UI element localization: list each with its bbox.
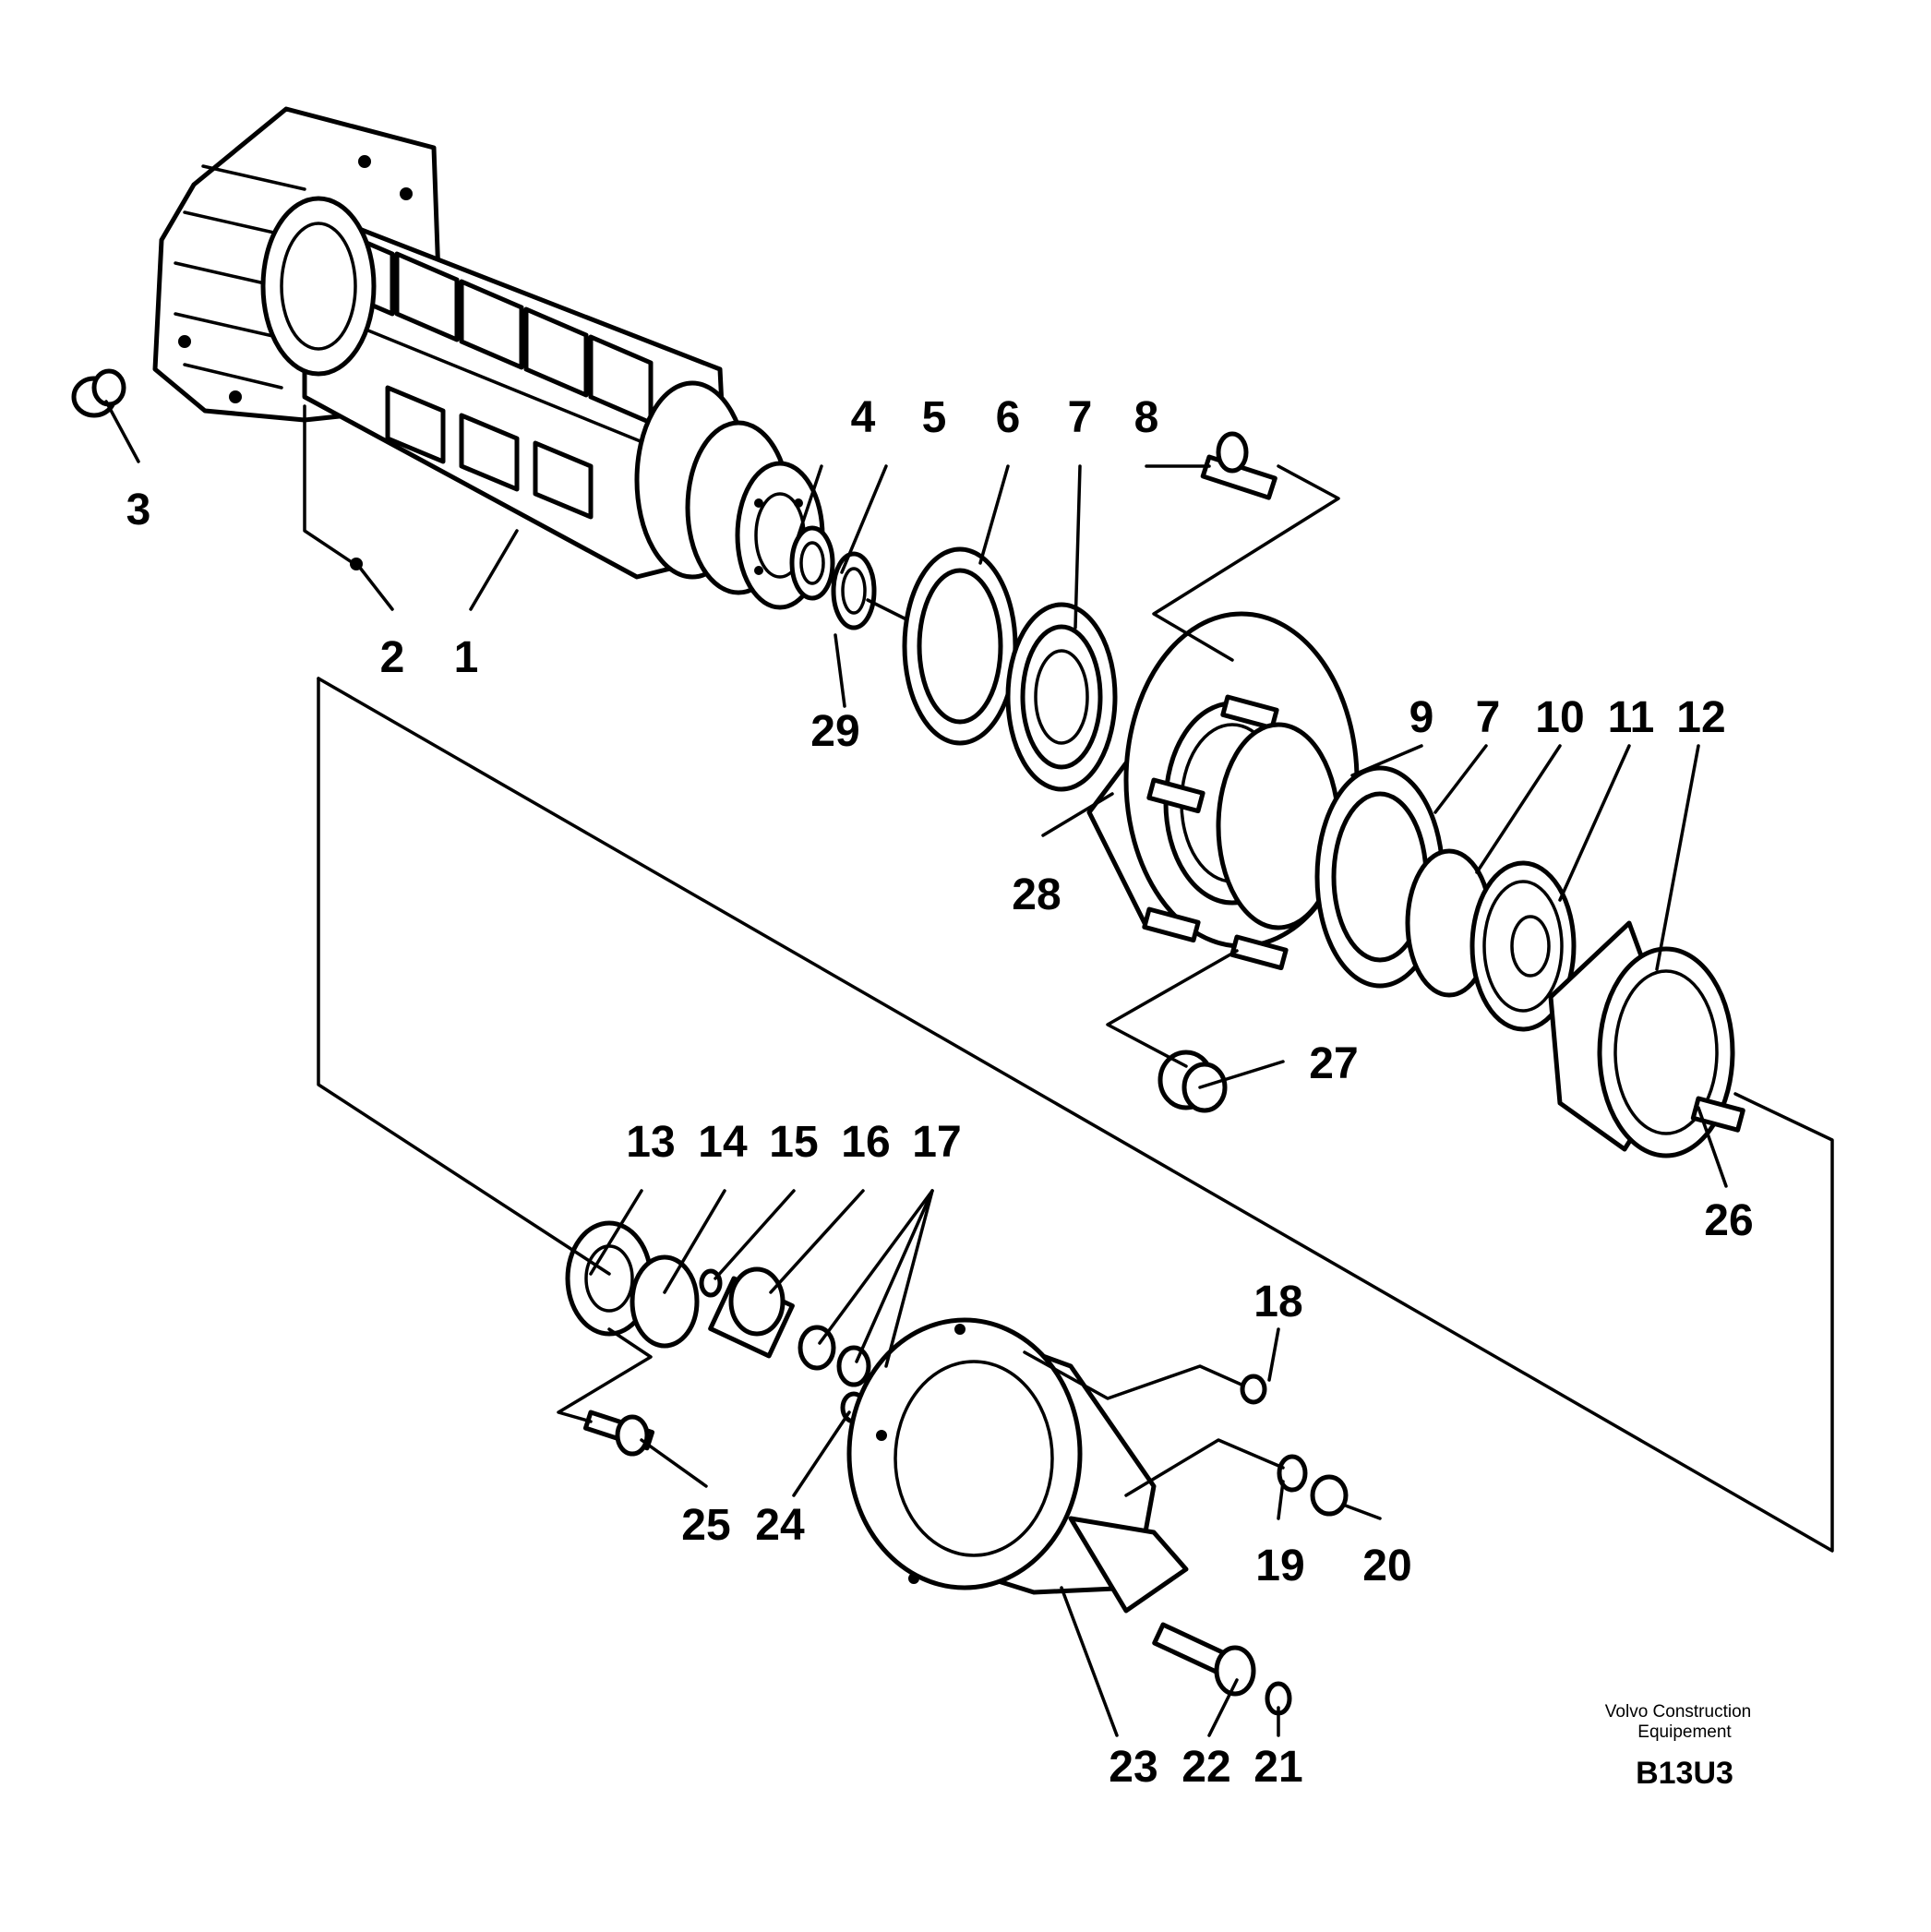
callout-17: 17 <box>912 1118 961 1167</box>
part-carrier-cover-23 <box>846 1317 1189 1614</box>
figure-code: B13U3 <box>1636 1756 1733 1791</box>
callout-14: 14 <box>698 1118 748 1167</box>
part-bolt-18 <box>1240 1374 1267 1405</box>
callout-6: 6 <box>996 393 1021 442</box>
callout-4: 4 <box>851 393 876 442</box>
callout-15: 15 <box>769 1118 818 1167</box>
callout-8: 8 <box>1134 393 1159 442</box>
part-plug <box>71 368 126 418</box>
callout-23: 23 <box>1109 1743 1157 1792</box>
callout-27: 27 <box>1309 1039 1358 1088</box>
callout-21: 21 <box>1253 1743 1302 1792</box>
callout-9: 9 <box>1409 693 1434 742</box>
part-axle-housing <box>152 106 825 610</box>
callout-5: 5 <box>922 393 947 442</box>
callout-1: 1 <box>454 633 479 682</box>
callout-11: 11 <box>1608 693 1655 742</box>
part-seal-6 <box>902 546 1018 746</box>
part-pin-26 <box>1690 1096 1745 1133</box>
brand-line-1: Volvo Construction <box>1605 1702 1751 1722</box>
callout-12: 12 <box>1676 693 1725 742</box>
callout-7b: 7 <box>1476 693 1501 742</box>
part-flange-13 <box>565 1220 654 1337</box>
part-needle-bearing <box>789 525 835 601</box>
callout-20: 20 <box>1362 1542 1411 1590</box>
callout-7: 7 <box>1068 393 1093 442</box>
callout-10: 10 <box>1535 693 1584 742</box>
part-spacer-17b <box>836 1345 871 1387</box>
part-plug-20 <box>1310 1474 1349 1517</box>
part-ring-14 <box>630 1254 700 1349</box>
part-pin-22 <box>1152 1622 1256 1697</box>
callout-29: 29 <box>810 707 859 756</box>
callout-13: 13 <box>626 1118 675 1167</box>
callout-28: 28 <box>1012 870 1061 919</box>
callout-25: 25 <box>681 1501 730 1550</box>
callout-26: 26 <box>1704 1196 1753 1245</box>
callout-2: 2 <box>380 633 405 682</box>
leader-lines <box>104 400 1834 1737</box>
callout-19: 19 <box>1255 1542 1304 1590</box>
part-ring-19 <box>1277 1454 1308 1493</box>
callout-labels: 1 2 3 4 5 6 7 8 9 7 10 11 12 13 14 15 16… <box>126 393 1754 1792</box>
callout-22: 22 <box>1181 1743 1230 1792</box>
part-bearing-7 <box>1005 602 1118 792</box>
part-gear-11 <box>1469 860 1577 1032</box>
callout-16: 16 <box>841 1118 890 1167</box>
callout-3: 3 <box>126 486 151 534</box>
part-bolt-8 <box>1200 431 1277 500</box>
part-bolt-25 <box>582 1410 655 1457</box>
brand-line-2: Equipement <box>1637 1722 1732 1742</box>
part-seal-ring <box>831 551 877 630</box>
callout-24: 24 <box>755 1501 805 1550</box>
callout-18: 18 <box>1253 1278 1302 1326</box>
part-sun-gear-16 <box>708 1266 795 1359</box>
